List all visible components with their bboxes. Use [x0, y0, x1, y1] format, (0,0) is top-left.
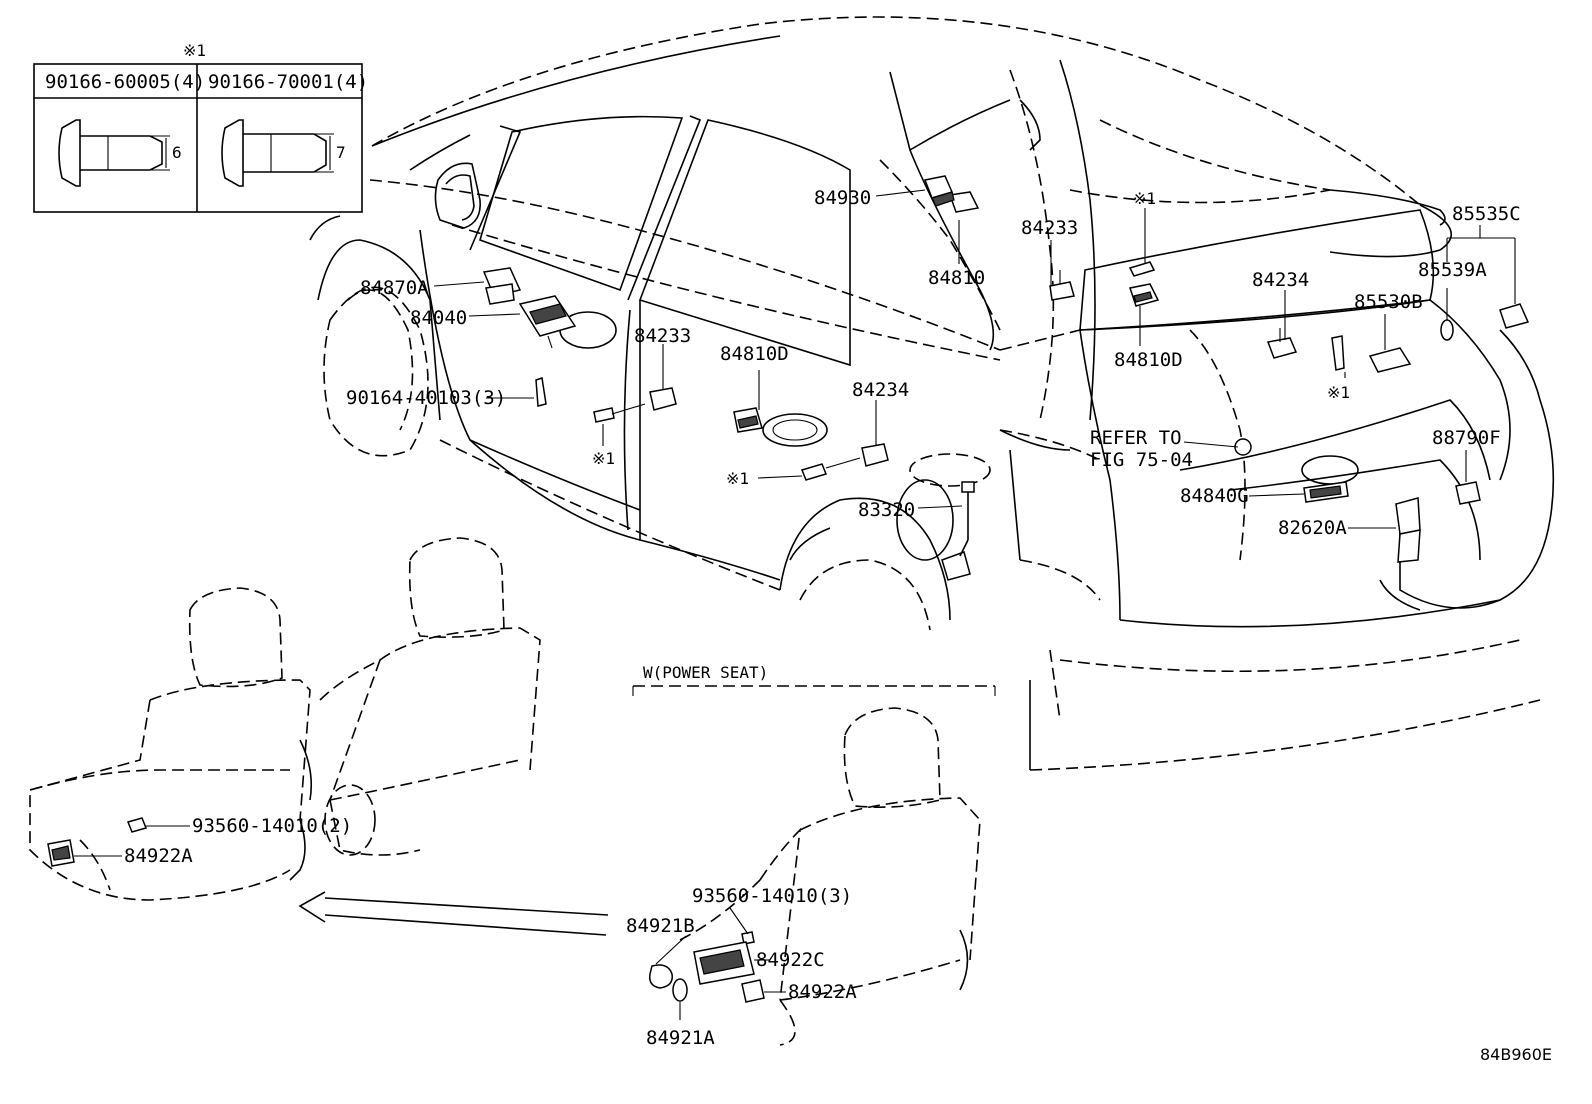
cylinder-85530B-part: [1368, 347, 1412, 373]
switch-84922A-left-part: [47, 839, 75, 867]
bulb-84233-mid-part: [649, 387, 677, 411]
label-83320: 83320: [858, 499, 915, 521]
label-mark-mid-right: ※1: [726, 469, 749, 488]
screw-mid-left: [593, 403, 646, 423]
label-84810D-right: 84810D: [1114, 349, 1183, 371]
switch-84922A-right-part: [741, 979, 765, 1003]
bulb-84234-mid-part: [861, 443, 889, 467]
vehicle-body-outline: [309, 16, 1555, 771]
screw-90164-part: [535, 377, 547, 407]
inset-col2-dim: 7: [336, 143, 346, 162]
screw-93560-right-part: [741, 931, 755, 945]
bulb-84234-upper-part: [1266, 328, 1298, 359]
label-refer-line1: REFER TO: [1090, 427, 1182, 449]
inset-col1-header: 90166-60005(4): [45, 71, 205, 93]
label-mark-rear: ※1: [1327, 383, 1350, 402]
screw-mid-right: [800, 457, 861, 481]
bracket-82620A-part: [1395, 497, 1421, 563]
label-84040: 84040: [410, 307, 467, 329]
knob-84921A-part: [672, 978, 688, 1002]
fastener-inset: ※1 90166-60005(4) 90166-70001(4) 6 7: [33, 41, 368, 213]
label-refer-line2: FIG 75-04: [1090, 449, 1193, 471]
label-84922C: 84922C: [756, 949, 825, 971]
sensor-83320-part: [941, 481, 975, 581]
clip-drawing-1: 6: [58, 119, 182, 187]
inset-col1-dim: 6: [172, 143, 182, 162]
label-93560-14010-3: 93560-14010(3): [692, 885, 852, 907]
switch-84930-part: [923, 175, 980, 213]
label-88790F: 88790F: [1432, 427, 1501, 449]
switch-84040-part: [518, 295, 577, 349]
label-84234-mid: 84234: [852, 379, 909, 401]
label-84921B: 84921B: [626, 915, 695, 937]
label-84233-mid: 84233: [634, 325, 691, 347]
part-labels: 84930 84810 84233 ※1 84810D 84234 ※1 855…: [124, 187, 1552, 1064]
label-power-seat: W(POWER SEAT): [643, 663, 768, 682]
label-84233-top: 84233: [1021, 217, 1078, 239]
label-84840G: 84840G: [1180, 485, 1249, 507]
label-90164-40103: 90164-40103(3): [346, 387, 506, 409]
switch-88790F-part: [1455, 481, 1481, 505]
lamp-84840G-part: [1303, 481, 1349, 503]
knob-84921B-part: [648, 964, 673, 989]
bulb-84233-upper-part: [1049, 270, 1075, 301]
label-84921A: 84921A: [646, 1027, 715, 1049]
screw-rear: [1331, 335, 1345, 371]
label-85539A: 85539A: [1418, 259, 1487, 281]
screw-upper-right: [1128, 261, 1156, 277]
inset-col2-header: 90166-70001(4): [208, 71, 368, 93]
label-85530B: 85530B: [1354, 291, 1423, 313]
label-84234-top: 84234: [1252, 269, 1309, 291]
washer-85539A-part: [1440, 319, 1454, 341]
reference-arrow: [298, 891, 609, 936]
power-seat-outline: [632, 685, 996, 1046]
rear-seat-outline: [29, 537, 541, 901]
label-84870A: 84870A: [360, 277, 429, 299]
switch-84922C-part: [693, 941, 755, 985]
inset-note-mark: ※1: [183, 41, 206, 60]
inset-frame: [33, 63, 363, 213]
label-84930: 84930: [814, 187, 871, 209]
screw-93560-left-part: [126, 817, 148, 833]
cylinder-85535C-part: [1499, 303, 1530, 329]
label-93560-14010-2: 93560-14010(2): [192, 815, 352, 837]
label-mark-top: ※1: [1133, 189, 1156, 208]
socket-84810D-left-part: [733, 407, 763, 433]
label-mark-mid-left: ※1: [592, 449, 615, 468]
label-84810D-left: 84810D: [720, 343, 789, 365]
leader-lines: [74, 189, 1516, 1020]
label-84810: 84810: [928, 267, 985, 289]
label-85535C: 85535C: [1452, 203, 1521, 225]
figure-code: 84B960E: [1480, 1045, 1552, 1064]
label-82620A: 82620A: [1278, 517, 1347, 539]
clip-drawing-2: 7: [221, 119, 346, 187]
label-84922A-right: 84922A: [788, 981, 857, 1003]
socket-84810D-right-part: [1129, 283, 1160, 307]
switch-84870A-part: [482, 267, 522, 305]
label-84922A-left: 84922A: [124, 845, 193, 867]
